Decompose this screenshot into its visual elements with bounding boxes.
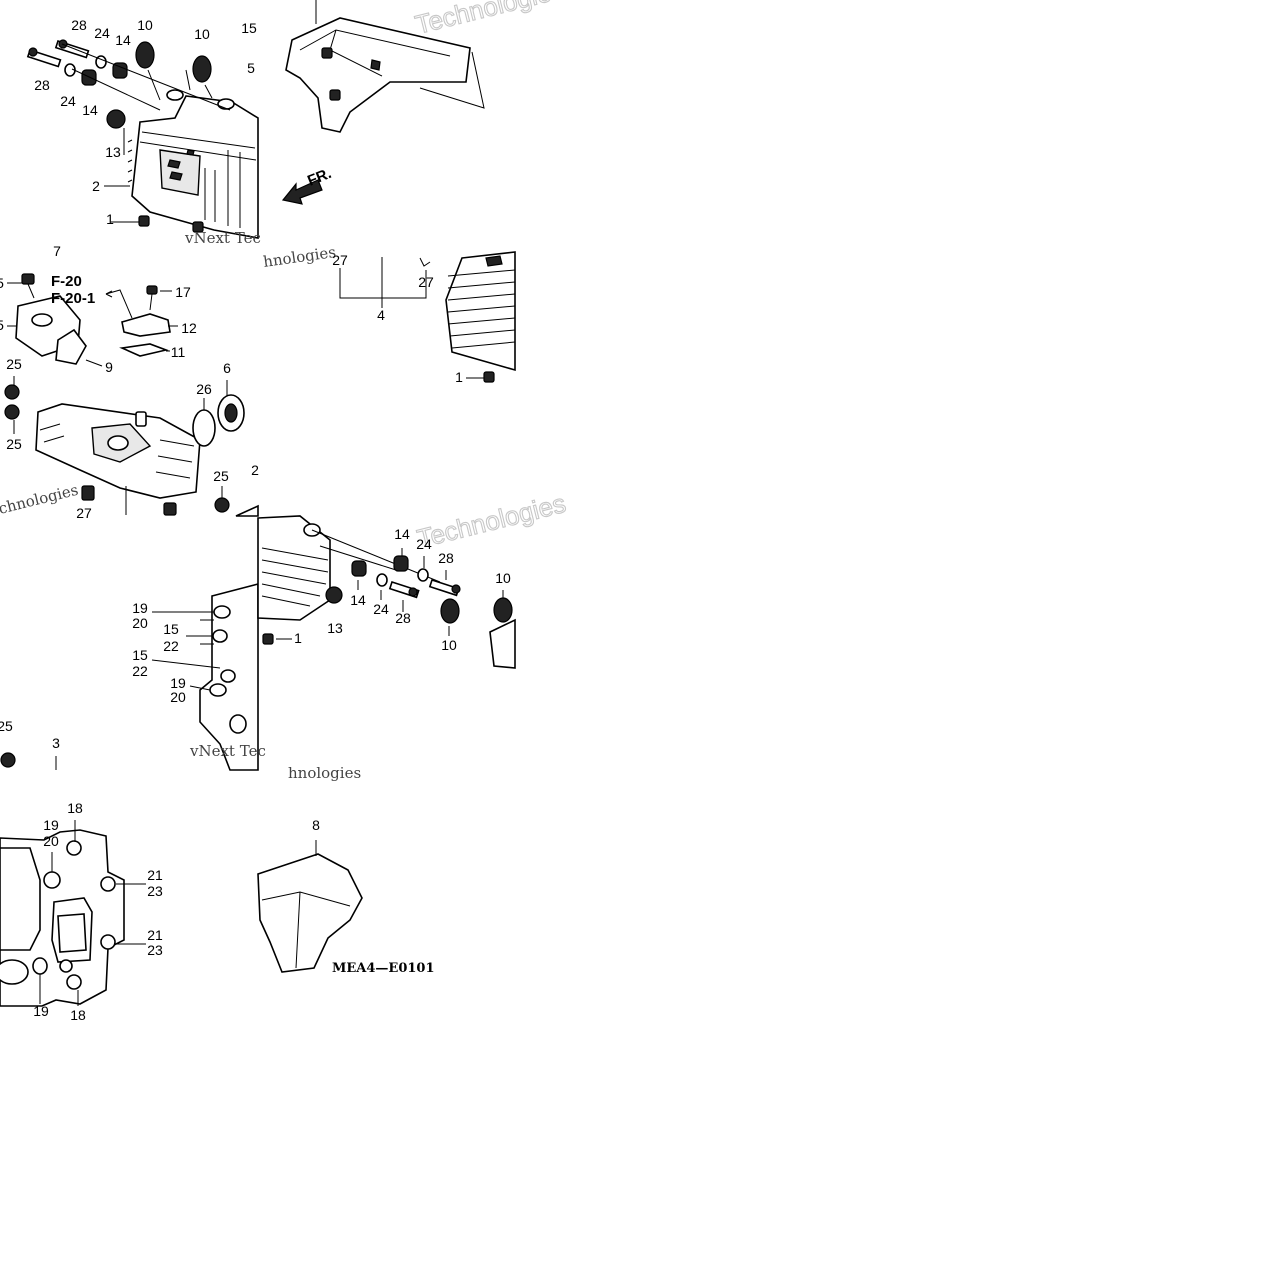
tile-head-gasket <box>0 582 259 771</box>
callout-24: 24 <box>416 536 432 552</box>
callout-25: 25 <box>213 468 229 484</box>
callout-28: 28 <box>71 17 87 33</box>
callout-10: 10 <box>194 26 210 42</box>
callout-2: 2 <box>92 178 100 194</box>
cylinder-4 <box>445 251 516 372</box>
callout-14: 14 <box>115 32 131 48</box>
callout-5: 5 <box>0 317 4 333</box>
callout-18: 18 <box>70 1007 86 1023</box>
callout-26: 26 <box>196 381 212 397</box>
callout-15: 15 <box>241 20 257 36</box>
callout-24: 24 <box>60 93 76 109</box>
callout-19: 19 <box>132 600 148 616</box>
callout-14: 14 <box>350 592 366 608</box>
callout-3: 3 <box>52 735 60 751</box>
callout-1: 1 <box>455 369 463 385</box>
watermark-4: hnologies <box>288 764 361 782</box>
callout-14: 14 <box>82 102 98 118</box>
watermark-6: Technologies <box>412 0 567 40</box>
callout-22: 22 <box>163 638 179 654</box>
callout-23: 23 <box>147 883 163 899</box>
callout-13: 13 <box>327 620 343 636</box>
bolt-28-lower <box>26 47 62 68</box>
side-cover-8 <box>257 840 363 973</box>
callout-12: 12 <box>181 320 197 336</box>
rear-cylinder-head <box>257 515 331 621</box>
callout-13: 13 <box>105 144 121 160</box>
callout-20: 20 <box>170 689 186 705</box>
callout-25: 25 <box>0 718 13 734</box>
callout-21: 21 <box>147 867 163 883</box>
callout-27: 27 <box>332 252 348 268</box>
callout-1: 1 <box>294 630 302 646</box>
tile-cover-8: MEA4—E0101 <box>257 840 435 976</box>
callout-19: 19 <box>43 817 59 833</box>
callout-27: 27 <box>76 505 92 521</box>
watermark-5: chnologies <box>0 481 80 518</box>
cylinder-head-cover-2 <box>127 89 259 239</box>
callout-25: 25 <box>6 436 22 452</box>
tile-cylinder-fasteners <box>257 515 516 669</box>
callout-24: 24 <box>94 25 110 41</box>
watermark-1: vNext Tec <box>184 229 261 247</box>
watermark-3: vNext Tec <box>189 742 266 760</box>
callout-28: 28 <box>438 550 454 566</box>
side-cover-5 <box>285 17 471 133</box>
bolt-28-f-upper <box>428 578 461 597</box>
ref-f-20: F-20 <box>51 273 82 290</box>
callout-27: 27 <box>418 274 434 290</box>
callout-10: 10 <box>441 637 457 653</box>
tile-gasket-plate <box>0 820 146 1007</box>
tile-cylinder-head-cover <box>26 39 259 239</box>
bolt-28-f-lower <box>388 580 420 599</box>
tile-cylinder-head: F-20 F-20-1 <box>4 273 259 517</box>
callout-9: 9 <box>105 359 113 375</box>
tile-front-cylinder <box>339 251 516 383</box>
callout-10: 10 <box>495 570 511 586</box>
callout-28: 28 <box>395 610 411 626</box>
callout-5: 5 <box>0 275 4 291</box>
callout-23: 23 <box>147 942 163 958</box>
callout-15: 15 <box>163 621 179 637</box>
callout-18: 18 <box>67 800 83 816</box>
callout-24: 24 <box>373 601 389 617</box>
callout-20: 20 <box>43 833 59 849</box>
callout-14: 14 <box>394 526 410 542</box>
callout-25: 25 <box>6 356 22 372</box>
diagram-code: MEA4—E0101 <box>332 961 435 976</box>
callout-8: 8 <box>312 817 320 833</box>
callout-21: 21 <box>147 927 163 943</box>
callout-6: 6 <box>223 360 231 376</box>
cylinder-head-body <box>35 403 201 516</box>
callout-11: 11 <box>171 344 186 360</box>
callout-2: 2 <box>251 462 259 478</box>
bolt-28-upper <box>54 39 90 59</box>
callout-7: 7 <box>53 243 61 259</box>
front-arrow: FR. <box>281 165 334 205</box>
callout-5: 5 <box>247 60 255 76</box>
callout-10: 10 <box>137 17 153 33</box>
callout-19: 19 <box>33 1003 49 1019</box>
watermark-7: Technologies <box>414 488 569 554</box>
callout-1: 1 <box>106 211 114 227</box>
callout-19: 19 <box>170 675 186 691</box>
callout-20: 20 <box>132 615 148 631</box>
callout-15: 15 <box>132 647 148 663</box>
front-label: FR. <box>305 165 334 190</box>
ref-f-20-1: F-20-1 <box>51 290 95 307</box>
tile-side-cover: FR. <box>281 0 485 205</box>
watermark-2: hnologies <box>262 243 337 271</box>
callout-17: 17 <box>175 284 191 300</box>
callout-4: 4 <box>377 307 385 323</box>
callout-28: 28 <box>34 77 50 93</box>
callout-22: 22 <box>132 663 148 679</box>
